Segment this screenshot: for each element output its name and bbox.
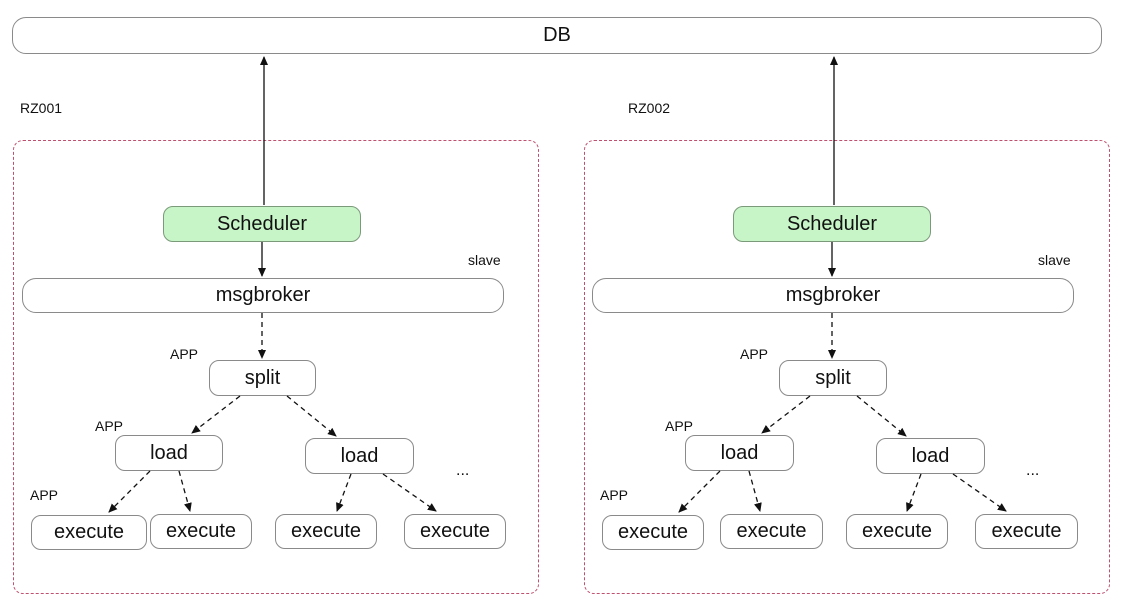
db-label: DB (543, 24, 571, 46)
edge-split-load (761, 395, 811, 434)
execute-label: execute (165, 520, 237, 542)
region-rz002 (584, 140, 1110, 594)
split-node[interactable]: split (779, 360, 887, 396)
execute-label: execute (53, 521, 125, 543)
msgbroker-node[interactable]: msgbroker (22, 278, 504, 313)
execute-label: execute (736, 520, 807, 542)
slave-label: slave (468, 252, 501, 268)
scheduler-label: Scheduler (786, 212, 878, 235)
edge-split-load (856, 395, 907, 437)
split-label: split (815, 366, 851, 389)
edge-load-execute (748, 470, 762, 512)
msgbroker-label: msgbroker (215, 284, 311, 306)
load-label: load (911, 444, 950, 467)
app-label: APP (95, 418, 124, 434)
edge-load-execute (952, 473, 1007, 512)
region-rz001 (13, 140, 539, 594)
execute-node[interactable]: execute (150, 514, 252, 549)
scheduler-node[interactable]: Scheduler (733, 206, 931, 242)
execute-node[interactable]: execute (720, 514, 823, 549)
edge-load-execute (178, 470, 192, 512)
load-node[interactable]: load (876, 438, 985, 474)
slave-label: slave (1038, 252, 1071, 268)
execute-node[interactable]: execute (275, 514, 377, 549)
ellipsis-label: ... (456, 462, 470, 479)
msgbroker-node[interactable]: msgbroker (592, 278, 1074, 313)
edge-load-execute (906, 473, 922, 512)
split-node[interactable]: split (209, 360, 316, 396)
msgbroker-label: msgbroker (785, 284, 881, 306)
execute-label: execute (419, 520, 491, 542)
load-node[interactable]: load (305, 438, 414, 474)
load-label: load (150, 441, 188, 464)
load-node[interactable]: load (115, 435, 223, 471)
execute-label: execute (991, 520, 1062, 542)
db-node[interactable]: DB (12, 17, 1102, 54)
split-label: split (244, 366, 281, 389)
scheduler-node[interactable]: Scheduler (163, 206, 361, 242)
edge-load-execute (382, 473, 437, 512)
app-label: APP (740, 346, 769, 362)
edge-load-execute (108, 470, 151, 513)
app-label: APP (170, 346, 199, 362)
edge-split-load (286, 395, 337, 437)
app-label: APP (665, 418, 694, 434)
app-label: APP (600, 487, 629, 503)
app-label: APP (30, 487, 59, 503)
execute-label: execute (861, 520, 933, 542)
region-label-rz001: RZ001 (20, 100, 63, 116)
edge-split-load (191, 395, 241, 434)
scheduler-label: Scheduler (216, 212, 308, 235)
load-label: load (720, 441, 759, 464)
ellipsis-label: ... (1026, 462, 1040, 479)
execute-node[interactable]: execute (975, 514, 1078, 549)
execute-label: execute (290, 520, 362, 542)
edge-load-execute (336, 473, 352, 512)
execute-node[interactable]: execute (31, 515, 147, 550)
edge-load-execute (678, 470, 721, 513)
execute-node[interactable]: execute (602, 515, 704, 550)
execute-label: execute (617, 521, 689, 543)
execute-node[interactable]: execute (404, 514, 506, 549)
execute-node[interactable]: execute (846, 514, 948, 549)
region-label-rz002: RZ002 (628, 100, 671, 116)
load-label: load (340, 444, 379, 467)
load-node[interactable]: load (685, 435, 794, 471)
